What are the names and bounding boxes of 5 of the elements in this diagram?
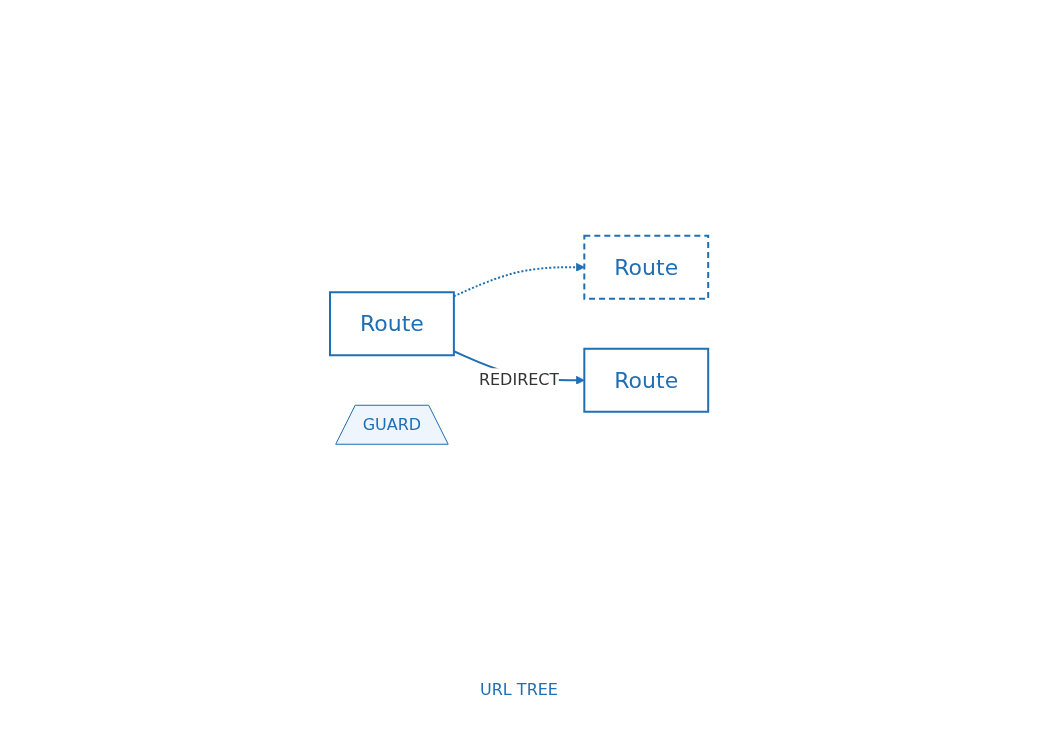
- note-text: URL TREE: [480, 680, 558, 699]
- node-box: Route: [583, 347, 710, 413]
- node-box: Route: [328, 291, 455, 357]
- node-box: Route: [583, 234, 710, 300]
- edge-label: REDIRECT: [478, 370, 560, 390]
